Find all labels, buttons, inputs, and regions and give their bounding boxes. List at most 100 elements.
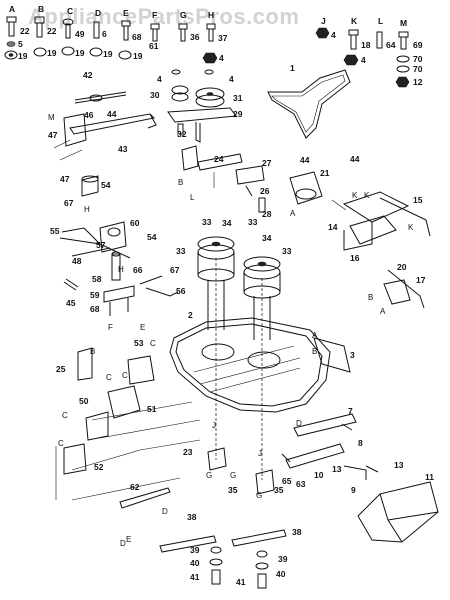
callout-21: 21 (320, 168, 330, 178)
ref-D-3: D (162, 507, 168, 516)
callout-40a: 40 (190, 558, 200, 568)
hw-letter-E: E (123, 8, 129, 18)
hw-num-70a: 70 (413, 54, 423, 64)
bolt-37-H: H 37 4 (202, 10, 228, 64)
ref-G-3: G (256, 491, 262, 500)
hw-letter-C: C (67, 6, 73, 16)
ref-E-1: E (140, 323, 145, 332)
callout-34a: 34 (222, 218, 232, 228)
callout-11: 11 (425, 472, 434, 482)
mower-deck-2 (169, 317, 331, 413)
hw-num-4a: 4 (219, 53, 224, 63)
callout-29: 29 (233, 109, 243, 119)
ref-B-2: B (90, 347, 95, 356)
ref-C-5: C (106, 373, 112, 382)
callout-60: 60 (130, 218, 140, 228)
callout-35b: 35 (274, 485, 284, 495)
ref-H-1: H (84, 205, 90, 214)
spindle-right (243, 256, 281, 480)
hw-num-6: 6 (102, 29, 107, 39)
hw-num-68: 68 (132, 32, 142, 42)
deck-hangers-left (55, 347, 201, 501)
bolt-6-D: D 6 19 (89, 8, 113, 59)
ref-C-4: C (58, 439, 64, 448)
callout-38a: 38 (187, 512, 197, 522)
callout-59: 59 (90, 290, 100, 300)
ref-D-1: D (120, 539, 126, 548)
callout-numbers: 1 2 3 4 4 7 8 9 10 11 13 13 14 15 16 17 … (48, 63, 434, 587)
bolt-69-M: M 69 70 70 12 (395, 18, 423, 88)
callout-25: 25 (56, 364, 66, 374)
hw-num-19c: 19 (75, 48, 85, 58)
callout-56: 56 (176, 286, 186, 296)
callout-15: 15 (413, 195, 423, 205)
watermark: AppliancePartsPros.com (28, 4, 300, 29)
link-rod-42 (74, 91, 127, 104)
hw-num-64: 64 (386, 40, 396, 50)
callout-31: 31 (233, 93, 243, 103)
callout-48: 48 (72, 256, 82, 266)
callout-35a: 35 (228, 485, 238, 495)
callout-53: 53 (134, 338, 144, 348)
ref-A-3: A (380, 307, 386, 316)
bolt-22-A: A 22 5 19 (4, 4, 30, 61)
ref-B-3: B (368, 293, 373, 302)
callout-54b: 54 (147, 232, 157, 242)
hw-num-70b: 70 (413, 64, 423, 74)
ref-C-3: C (62, 411, 68, 420)
hw-letter-K: K (351, 16, 358, 26)
callout-33d: 33 (282, 246, 292, 256)
hw-num-22b: 22 (47, 26, 57, 36)
deck-hangers-right (281, 337, 357, 469)
callout-44c: 44 (350, 154, 360, 164)
callout-8: 8 (358, 438, 363, 448)
hw-num-19a: 19 (18, 51, 28, 61)
hw-num-4k: 4 (361, 55, 366, 65)
callout-40b: 40 (276, 569, 286, 579)
center-linkage (181, 145, 266, 213)
hw-letter-L: L (378, 16, 383, 26)
hw-letter-J: J (321, 16, 326, 26)
bolt-64-L: L 64 (376, 16, 396, 50)
hardware-row: A 22 5 19 B 22 19 C (4, 4, 423, 88)
hw-num-61: 61 (149, 41, 159, 51)
callout-63: 63 (296, 479, 306, 489)
hw-letter-A: A (9, 4, 15, 14)
ref-D-2: D (296, 419, 302, 428)
callout-58: 58 (92, 274, 102, 284)
callout-24: 24 (214, 154, 224, 164)
callout-57: 57 (96, 240, 106, 250)
callout-33b: 33 (248, 217, 258, 227)
callout-10: 10 (314, 470, 324, 480)
callout-67a: 67 (64, 198, 74, 208)
callout-34b: 34 (262, 233, 272, 243)
callout-52: 52 (94, 462, 104, 472)
ref-L-1: L (190, 193, 195, 202)
discharge-chute-11 (357, 481, 439, 543)
hw-num-19b: 19 (47, 48, 57, 58)
ref-B-1: B (178, 178, 183, 187)
bolt-49-C: C 49 19 (61, 6, 85, 58)
callout-43: 43 (118, 144, 128, 154)
callout-50: 50 (79, 396, 89, 406)
hw-num-36: 36 (190, 32, 200, 42)
right-bracket-assembly (289, 171, 431, 309)
ref-K-2: K (364, 191, 370, 200)
ref-H-2: H (118, 265, 124, 274)
ref-C-1: C (150, 339, 156, 348)
callout-13a: 13 (332, 464, 342, 474)
bolt-36-G: G 36 (178, 10, 200, 42)
callout-62: 62 (130, 482, 140, 492)
letter-references: A A A B B B B C C C C C D D D E E F G G … (48, 113, 414, 548)
callout-47b: 47 (60, 174, 70, 184)
callout-39a: 39 (190, 545, 200, 555)
hw-num-37: 37 (218, 33, 228, 43)
hw-num-22a: 22 (20, 26, 30, 36)
hw-num-5: 5 (18, 39, 23, 49)
hw-num-19d: 19 (103, 49, 113, 59)
hw-num-49: 49 (75, 29, 85, 39)
callout-67b: 67 (170, 265, 180, 275)
callout-33a: 33 (202, 217, 212, 227)
idler-pulley-assembly (167, 69, 237, 143)
